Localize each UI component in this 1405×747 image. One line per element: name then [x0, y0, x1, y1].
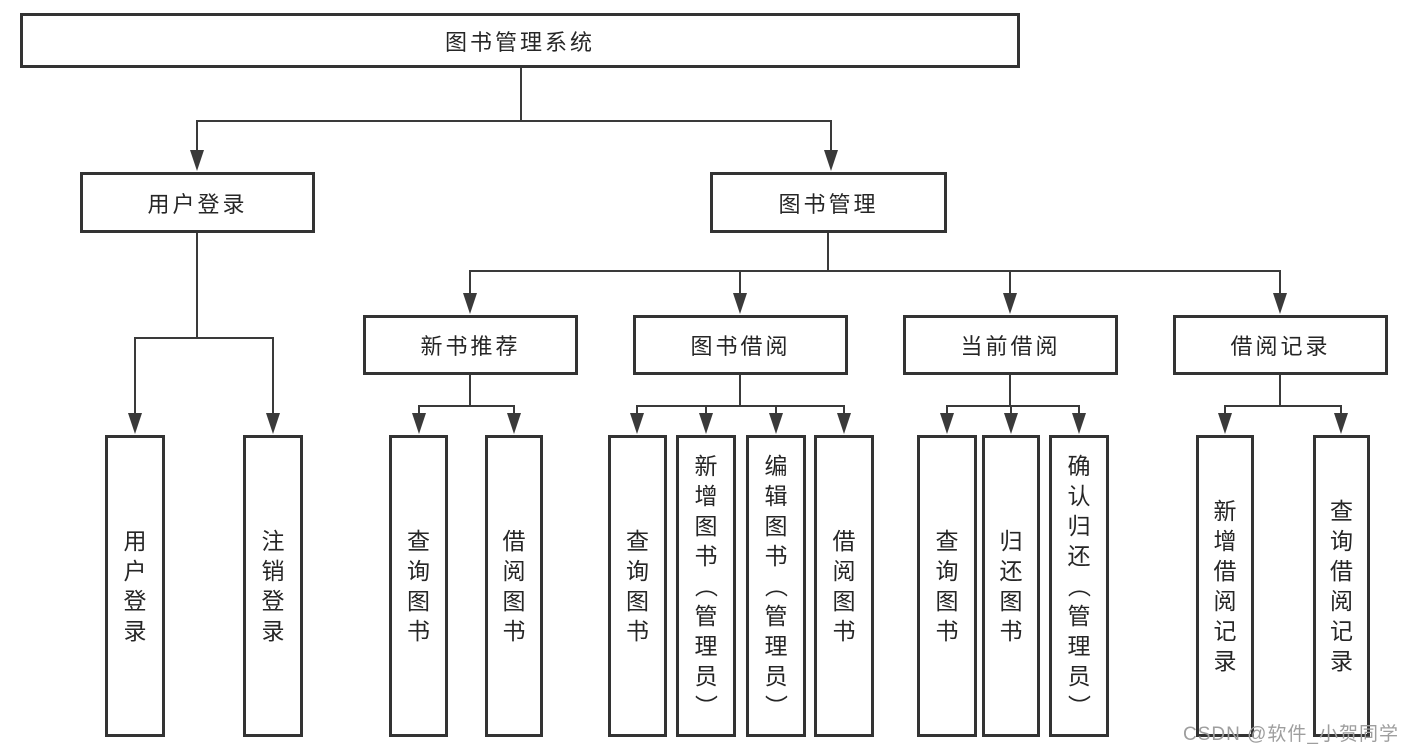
node-user-login-action: 用户登录: [105, 435, 165, 737]
arrowhead-down: [507, 413, 521, 434]
connector-line: [272, 337, 274, 417]
connector-line: [469, 270, 1281, 272]
connector-line: [739, 375, 741, 407]
arrowhead-down: [128, 413, 142, 434]
node-borrow-query-books: 查询图书: [608, 435, 667, 737]
connector-line: [843, 405, 845, 419]
node-recommend-borrow-books: 借阅图书: [485, 435, 543, 737]
connector-line: [1010, 405, 1012, 419]
node-records-add-record: 新增借阅记录: [1196, 435, 1254, 737]
arrowhead-down: [733, 293, 747, 314]
connector-line: [469, 270, 471, 298]
connector-line: [196, 233, 198, 339]
connector-line: [1224, 405, 1226, 419]
arrowhead-down: [1072, 413, 1086, 434]
connector-line: [520, 68, 522, 122]
connector-line: [134, 337, 136, 417]
connector-line: [134, 337, 274, 339]
node-recommend-query-books: 查询图书: [389, 435, 448, 737]
node-current-return-books: 归还图书: [982, 435, 1040, 737]
connector-line: [705, 405, 707, 419]
arrowhead-down: [1218, 413, 1232, 434]
node-records-query-record: 查询借阅记录: [1313, 435, 1370, 737]
node-borrow-add-books-admin: 新增图书（管理员）: [676, 435, 736, 737]
csdn-watermark: CSDN @软件_小贺同学: [1183, 724, 1399, 745]
arrowhead-down: [190, 150, 204, 171]
connector-line: [418, 405, 515, 407]
arrowhead-down: [837, 413, 851, 434]
node-library-management-system: 图书管理系统: [20, 13, 1020, 68]
connector-line: [775, 405, 777, 419]
node-borrowing-records: 借阅记录: [1173, 315, 1388, 375]
connector-line: [1009, 270, 1011, 298]
connector-line: [1009, 375, 1011, 407]
connector-line: [513, 405, 515, 419]
connector-line: [1224, 405, 1341, 407]
node-new-book-recommend: 新书推荐: [363, 315, 578, 375]
node-logout-action: 注销登录: [243, 435, 303, 737]
connector-line: [1279, 270, 1281, 298]
connector-line: [636, 405, 638, 419]
connector-line: [1078, 405, 1080, 419]
connector-line: [1279, 375, 1281, 407]
arrowhead-down: [769, 413, 783, 434]
connector-line: [1340, 405, 1342, 419]
arrowhead-down: [463, 293, 477, 314]
node-current-confirm-return-admin: 确认归还（管理员）: [1049, 435, 1109, 737]
connector-line: [469, 375, 471, 407]
arrowhead-down: [266, 413, 280, 434]
connector-line: [196, 120, 832, 122]
arrowhead-down: [1273, 293, 1287, 314]
arrowhead-down: [940, 413, 954, 434]
arrowhead-down: [824, 150, 838, 171]
connector-line: [196, 120, 198, 154]
arrowhead-down: [630, 413, 644, 434]
connector-line: [946, 405, 948, 419]
node-book-management-branch: 图书管理: [710, 172, 947, 233]
node-borrow-borrow-books: 借阅图书: [814, 435, 874, 737]
connector-line: [830, 120, 832, 154]
node-current-query-books: 查询图书: [917, 435, 977, 737]
arrowhead-down: [1004, 413, 1018, 434]
node-book-borrowing: 图书借阅: [633, 315, 848, 375]
arrowhead-down: [412, 413, 426, 434]
connector-line: [827, 233, 829, 272]
node-borrow-edit-books-admin: 编辑图书（管理员）: [746, 435, 806, 737]
node-current-borrowing: 当前借阅: [903, 315, 1118, 375]
connector-line: [418, 405, 420, 419]
connector-line: [636, 405, 844, 407]
connector-line: [946, 405, 1079, 407]
arrowhead-down: [699, 413, 713, 434]
arrowhead-down: [1003, 293, 1017, 314]
connector-line: [739, 270, 741, 298]
arrowhead-down: [1334, 413, 1348, 434]
node-user-login-branch: 用户登录: [80, 172, 315, 233]
